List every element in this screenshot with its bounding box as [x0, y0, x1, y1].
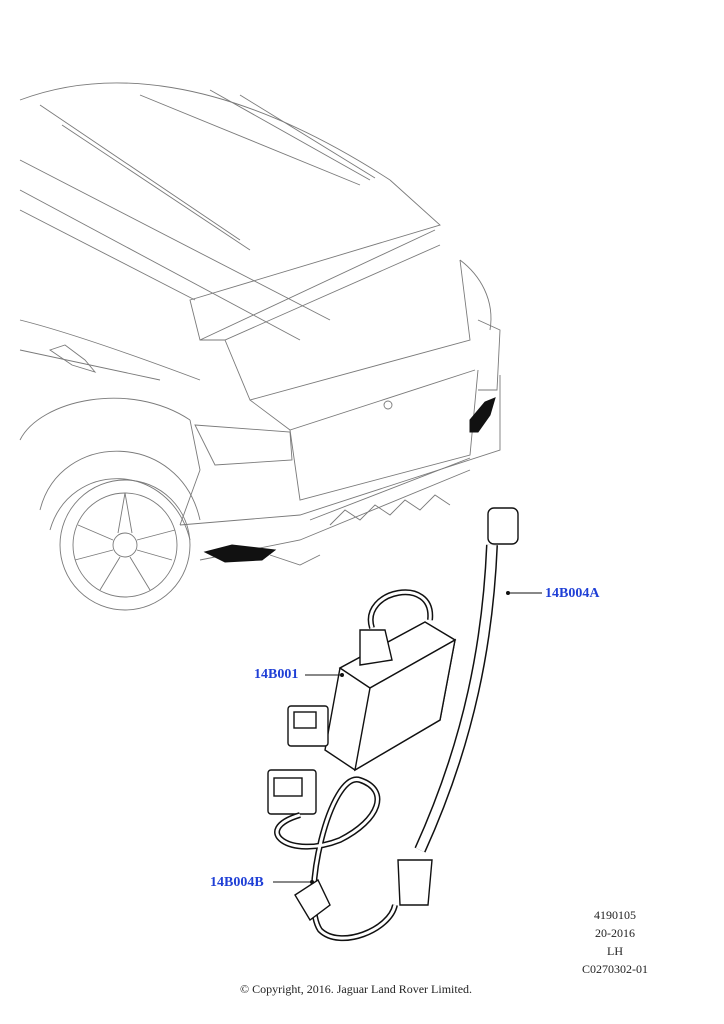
- callout-14b004a[interactable]: 14B004A: [545, 586, 600, 601]
- vehicle-outline: [19, 82, 501, 611]
- callout-14b001[interactable]: 14B001: [254, 667, 299, 682]
- module-part[interactable]: [267, 589, 457, 815]
- callout-14b004b[interactable]: 14B004B: [210, 875, 264, 890]
- model-year: 20-2016: [595, 926, 635, 940]
- illustration-meta: 4190105 20-2016 LH C0270302-01: [570, 906, 660, 978]
- side-indicator: LH: [607, 944, 623, 958]
- antenna-cable-part[interactable]: [397, 507, 519, 906]
- illustration-code: C0270302-01: [582, 962, 648, 976]
- reference-number: 4190105: [594, 908, 636, 922]
- copyright-notice: © Copyright, 2016. Jaguar Land Rover Lim…: [239, 982, 473, 996]
- harness-part[interactable]: [274, 776, 398, 942]
